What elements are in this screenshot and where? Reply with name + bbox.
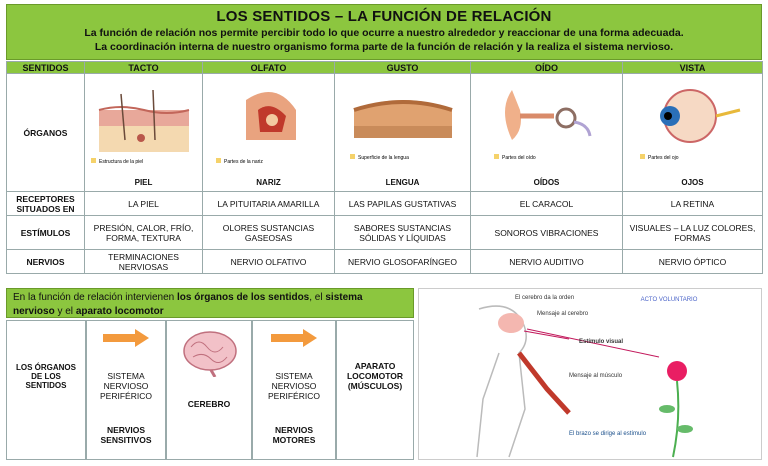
- row-header-nerves: NERVIOS: [6, 249, 85, 274]
- organ-skin: PIEL: [134, 178, 153, 187]
- organ-tongue: LENGUA: [385, 178, 420, 187]
- organ-cell-skin: Estructura de la piel PIEL: [84, 73, 203, 192]
- organ-cell-ear: Partes del oído OÍDOS: [470, 73, 623, 192]
- stimulus-olfato: OLORES SUSTANCIAS GASEOSAS: [202, 215, 335, 250]
- tongue-caption: Superficie de la lengua: [358, 155, 409, 161]
- arrow-right-icon: [103, 329, 149, 347]
- receptor-gusto: LAS PAPILAS GUSTATIVAS: [334, 191, 471, 216]
- flow-sensory-cell: SISTEMA NERVIOSO PERIFÉRICO NERVIOS SENS…: [86, 320, 166, 460]
- diagram-label-message-brain: Mensaje al cerebro: [537, 311, 589, 317]
- band-text-3: y el: [54, 306, 76, 317]
- ear-caption: Partes del oído: [502, 155, 536, 161]
- band-bold-nervous: sistema nervioso: [13, 292, 363, 317]
- flow-motor-cell: SISTEMA NERVIOSO PERIFÉRICO NERVIOS MOTO…: [252, 320, 336, 460]
- senses-table: SENTIDOS TACTO OLFATO GUSTO OÍDO VISTA Ó…: [6, 61, 763, 274]
- flow-locomotor-label: APARATO LOCOMOTOR (MÚSCULOS): [346, 361, 404, 391]
- header-banner: LOS SENTIDOS – LA FUNCIÓN DE RELACIÓN La…: [6, 4, 762, 60]
- band-bold-locomotor: aparato locomotor: [75, 306, 164, 317]
- stimuli-row: ESTÍMULOS PRESIÓN, CALOR, FRÍO, FORMA, T…: [6, 215, 763, 250]
- stimulus-oido: SONOROS VIBRACIONES: [470, 215, 623, 250]
- skin-illustration: Estructura de la piel: [90, 89, 189, 165]
- col-header-olfato: OLFATO: [202, 61, 335, 74]
- row-header-stimuli: ESTÍMULOS: [6, 215, 85, 250]
- flow-row: LOS ÓRGANOS DE LOS SENTIDOS SISTEMA NERV…: [6, 320, 414, 460]
- diagram-label-voluntary-act: ACTO VOLUNTARIO: [640, 297, 698, 303]
- band-bold-senses: los órganos de los sentidos: [177, 292, 310, 303]
- flow-nerves-sensory: NERVIOS SENSITIVOS: [100, 425, 152, 445]
- page-title: LOS SENTIDOS – LA FUNCIÓN DE RELACIÓN: [216, 8, 552, 25]
- organ-cell-tongue: Superficie de la lengua LENGUA: [334, 73, 471, 192]
- brain-icon: [183, 331, 237, 377]
- eye-caption: Partes del ojo: [648, 155, 679, 161]
- row-header-organs: ÓRGANOS: [6, 73, 85, 192]
- body-figure-illustration: [476, 305, 693, 458]
- stimulus-tacto: PRESIÓN, CALOR, FRÍO, FORMA, TEXTURA: [84, 215, 203, 250]
- flow-senses-cell: LOS ÓRGANOS DE LOS SENTIDOS: [6, 320, 86, 460]
- nerve-olfato: NERVIO OLFATIVO: [202, 249, 335, 274]
- tongue-illustration: Superficie de la lengua: [349, 100, 453, 161]
- flow-brain-cell: CEREBRO: [166, 320, 252, 460]
- receptor-oido: EL CARACOL: [470, 191, 623, 216]
- col-header-vista: VISTA: [622, 61, 763, 74]
- flow-snp2: SISTEMA NERVIOSO PERIFÉRICO: [268, 371, 320, 401]
- diagram-label-brain-order: El cerebro da la orden: [515, 295, 575, 301]
- nerve-gusto: NERVIO GLOSOFARÍNGEO: [334, 249, 471, 274]
- diagram-label-arm-moves: El brazo se dirige al estímulo: [569, 431, 647, 437]
- relation-flow-panel: En la función de relación intervienen lo…: [6, 288, 414, 460]
- nerves-row: NERVIOS TERMINACIONES NERVIOSAS NERVIO O…: [6, 249, 763, 274]
- band-text-2: , el: [309, 292, 326, 303]
- organ-cell-eye: Partes del ojo OJOS: [622, 73, 763, 192]
- nose-caption: Partes de la nariz: [224, 159, 263, 165]
- col-header-tacto: TACTO: [84, 61, 203, 74]
- organ-ear: OÍDOS: [533, 178, 560, 187]
- skin-caption: Estructura de la piel: [99, 159, 143, 165]
- row-header-receptors: RECEPTORES SITUADOS EN: [6, 191, 85, 216]
- organs-row: ÓRGANOS Estructura de la piel PIEL: [6, 73, 763, 192]
- organ-cell-nose: Partes de la nariz NARIZ: [202, 73, 335, 192]
- intro-line-1: La función de relación nos permite perci…: [84, 27, 684, 39]
- receptor-olfato: LA PITUITARIA AMARILLA: [202, 191, 335, 216]
- flow-senses-label: LOS ÓRGANOS DE LOS SENTIDOS: [15, 363, 76, 390]
- stimulus-vista: VISUALES – LA LUZ COLORES, FORMAS: [622, 215, 763, 250]
- organ-nose: NARIZ: [256, 178, 281, 187]
- col-header-oido: OÍDO: [470, 61, 623, 74]
- flow-brain-label: CEREBRO: [187, 399, 231, 409]
- nerve-tacto: TERMINACIONES NERVIOSAS: [84, 249, 203, 274]
- ear-illustration: Partes del oído: [493, 90, 591, 161]
- organ-eye: OJOS: [681, 178, 704, 187]
- intro-line-2: La coordinación interna de nuestro organ…: [94, 41, 674, 53]
- flow-snp1: SISTEMA NERVIOSO PERIFÉRICO: [100, 371, 152, 401]
- table-header-row: SENTIDOS TACTO OLFATO GUSTO OÍDO VISTA: [6, 61, 763, 74]
- flow-locomotor-cell: APARATO LOCOMOTOR (MÚSCULOS): [336, 320, 414, 460]
- receptors-row: RECEPTORES SITUADOS EN LA PIEL LA PITUIT…: [6, 191, 763, 216]
- voluntary-act-diagram: El cerebro da la orden Mensaje al cerebr…: [418, 288, 762, 460]
- nerve-oido: NERVIO AUDITIVO: [470, 249, 623, 274]
- nerve-vista: NERVIO ÓPTICO: [622, 249, 763, 274]
- flow-nerves-motor: NERVIOS MOTORES: [272, 425, 316, 445]
- col-header-senses: SENTIDOS: [6, 61, 85, 74]
- eye-illustration: Partes del ojo: [639, 89, 740, 161]
- diagram-label-visual-stimulus: Estímulo visual: [579, 339, 624, 345]
- band-text-1: En la función de relación intervienen: [13, 292, 177, 303]
- relation-band: En la función de relación intervienen lo…: [6, 288, 414, 318]
- col-header-gusto: GUSTO: [334, 61, 471, 74]
- nose-illustration: Partes de la nariz: [215, 92, 296, 165]
- receptor-vista: LA RETINA: [622, 191, 763, 216]
- receptor-tacto: LA PIEL: [84, 191, 203, 216]
- arrow-right-icon-2: [271, 329, 317, 347]
- diagram-label-message-muscle: Mensaje al músculo: [569, 373, 623, 379]
- stimulus-gusto: SABORES SUSTANCIAS SÓLIDAS Y LÍQUIDAS: [334, 215, 471, 250]
